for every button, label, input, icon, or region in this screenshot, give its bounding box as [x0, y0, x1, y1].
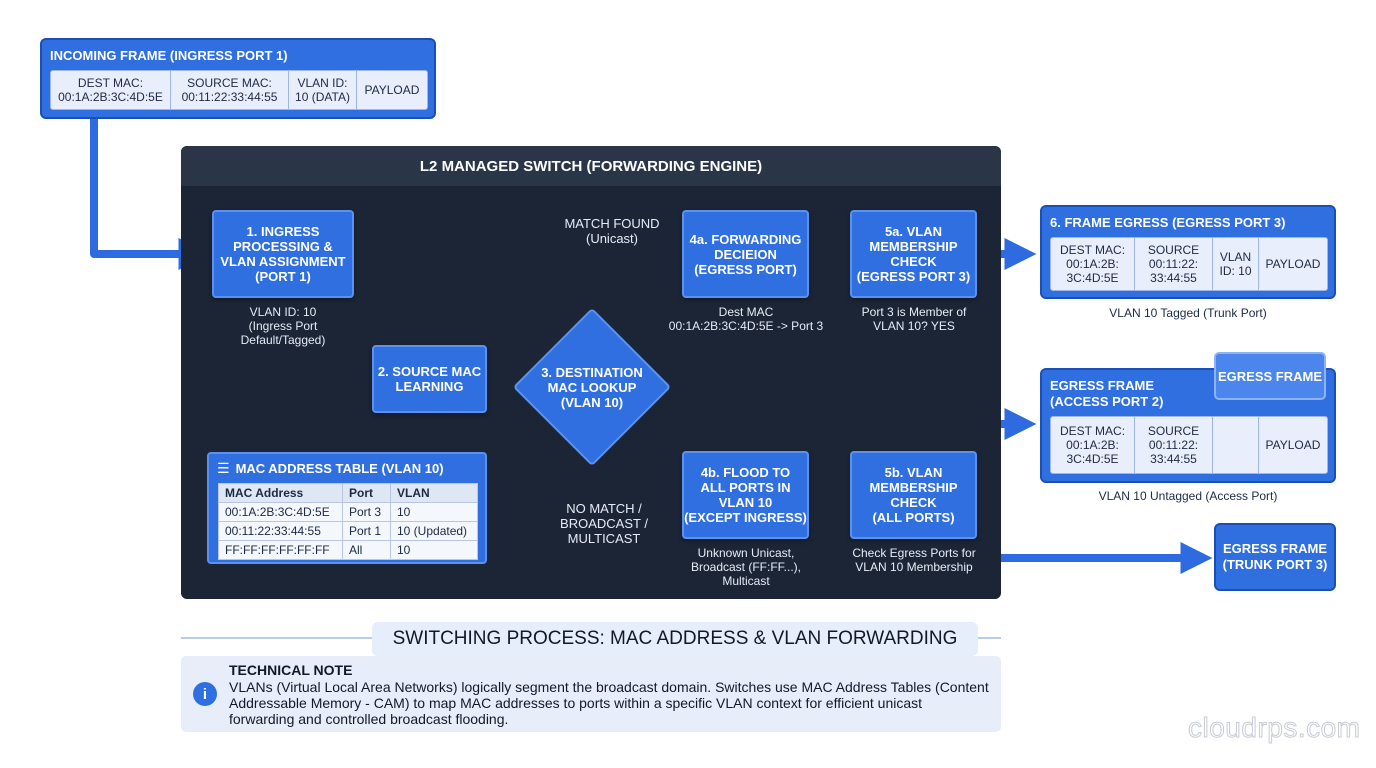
cell-port: All	[342, 540, 391, 560]
step5a-note: Port 3 is Member of VLAN 10? YES	[861, 305, 967, 333]
egress-access-caption: VLAN 10 Untagged (Access Port)	[1098, 489, 1278, 503]
egress-access-title: EGRESS FRAME (ACCESS PORT 2)	[1050, 378, 1164, 409]
field-payload: PAYLOAD	[1265, 257, 1321, 271]
egress-access-tab: EGRESS FRAME	[1214, 352, 1326, 400]
branch-match-label: MATCH FOUND (Unicast)	[564, 216, 660, 246]
step1-note: VLAN ID: 10 (Ingress Port Default/Tagged…	[240, 305, 326, 347]
cell-port: Port 1	[342, 521, 391, 541]
branch-nomatch-label: NO MATCH / BROADCAST / MULTICAST	[560, 501, 648, 546]
technical-note-panel: i TECHNICAL NOTE VLANs (Virtual Local Ar…	[181, 656, 1001, 732]
field-dest-mac: DEST MAC: 00:1A:2B:3C:4D:5E	[51, 71, 171, 109]
note-body: VLANs (Virtual Local Area Networks) logi…	[229, 679, 989, 727]
egress-trunk-caption: VLAN 10 Tagged (Trunk Port)	[1109, 306, 1267, 320]
egress-trunk-title: 6. FRAME EGRESS (EGRESS PORT 3)	[1050, 215, 1286, 230]
switch-panel-header: L2 MANAGED SWITCH (FORWARDING ENGINE)	[181, 146, 1001, 186]
note-heading: TECHNICAL NOTE	[229, 662, 353, 678]
incoming-frame-box: INCOMING FRAME (INGRESS PORT 1) DEST MAC…	[40, 38, 436, 119]
step2-source-mac-learning: 2. SOURCE MAC LEARNING	[372, 345, 487, 413]
cell-port: Port 3	[342, 502, 391, 522]
main-title-banner: SWITCHING PROCESS: MAC ADDRESS & VLAN FO…	[372, 622, 978, 656]
field-dest-mac: DEST MAC: 00:1A:2B: 3C:4D:5E	[1051, 238, 1135, 290]
egress-access-fields: DEST MAC: 00:1A:2B: 3C:4D:5E SOURCE 00:1…	[1050, 416, 1328, 474]
switch-panel-title: L2 MANAGED SWITCH (FORWARDING ENGINE)	[419, 157, 763, 175]
arrow-ingress-to-step1	[90, 118, 211, 270]
step4b-note: Unknown Unicast, Broadcast (FF:FF...), M…	[690, 546, 801, 588]
field-source-mac: SOURCE 00:11:22: 33:44:55	[1135, 238, 1213, 290]
main-title: SWITCHING PROCESS: MAC ADDRESS & VLAN FO…	[392, 628, 958, 649]
table-row: 00:1A:2B:3C:4D:5E Port 3 10	[218, 502, 478, 522]
step5a-vlan-membership-check: 5a. VLAN MEMBERSHIP CHECK (EGRESS PORT 3…	[850, 210, 977, 298]
cell-vlan: 10 (Updated)	[390, 521, 478, 541]
egress-trunk-fields: DEST MAC: 00:1A:2B: 3C:4D:5E SOURCE 00:1…	[1050, 237, 1328, 291]
mac-table-title: MAC ADDRESS TABLE (VLAN 10)	[235, 461, 444, 476]
mac-table-container: MAC Address Port VLAN 00:1A:2B:3C:4D:5E …	[218, 483, 478, 560]
field-payload: PAYLOAD	[1265, 438, 1321, 452]
cell-mac: 00:1A:2B:3C:4D:5E	[218, 502, 343, 522]
step5b-note: Check Egress Ports for VLAN 10 Membershi…	[852, 546, 976, 574]
col-vlan: VLAN	[390, 483, 478, 503]
step4b-flood-all-ports: 4b. FLOOD TO ALL PORTS IN VLAN 10 (EXCEP…	[682, 451, 809, 539]
step4a-note: Dest MAC 00:1A:2B:3C:4D:5E -> Port 3	[668, 305, 824, 333]
field-empty-vlan	[1213, 417, 1259, 473]
table-row: 00:11:22:33:44:55 Port 1 10 (Updated)	[218, 521, 478, 541]
field-source-mac: SOURCE 00:11:22: 33:44:55	[1135, 417, 1213, 473]
cell-vlan: 10	[390, 502, 478, 522]
incoming-frame-fields: DEST MAC: 00:1A:2B:3C:4D:5E SOURCE MAC: …	[50, 70, 428, 110]
egress-trunk3-box: EGRESS FRAME (TRUNK PORT 3)	[1214, 523, 1336, 591]
cell-mac: 00:11:22:33:44:55	[218, 521, 343, 541]
table-row: FF:FF:FF:FF:FF:FF All 10	[218, 540, 478, 560]
col-mac-address: MAC Address	[218, 483, 343, 503]
table-header-row: MAC Address Port VLAN	[218, 483, 478, 503]
col-port: Port	[342, 483, 391, 503]
step5b-vlan-membership-check: 5b. VLAN MEMBERSHIP CHECK (ALL PORTS)	[850, 451, 977, 539]
mac-table-header: ☰ MAC ADDRESS TABLE (VLAN 10)	[217, 460, 444, 477]
cell-vlan: 10	[390, 540, 478, 560]
step3-destination-mac-lookup: 3. DESTINATION MAC LOOKUP (VLAN 10)	[541, 364, 643, 410]
field-vlan-id: VLAN ID: 10 (DATA)	[289, 71, 357, 109]
field-source-mac: SOURCE MAC: 00:11:22:33:44:55	[171, 71, 289, 109]
step1-ingress-processing: 1. INGRESS PROCESSING & VLAN ASSIGNMENT …	[212, 210, 354, 298]
field-vlan-id: VLAN ID: 10	[1213, 238, 1259, 290]
incoming-frame-title: INCOMING FRAME (INGRESS PORT 1)	[50, 48, 288, 63]
mac-address-table-card: ☰ MAC ADDRESS TABLE (VLAN 10) MAC Addres…	[207, 452, 487, 564]
field-dest-mac: DEST MAC: 00:1A:2B: 3C:4D:5E	[1051, 417, 1135, 473]
field-payload: PAYLOAD	[364, 83, 420, 97]
list-icon: ☰	[217, 460, 230, 476]
mac-table: MAC Address Port VLAN 00:1A:2B:3C:4D:5E …	[218, 483, 478, 560]
egress-trunk-frame-box: 6. FRAME EGRESS (EGRESS PORT 3) DEST MAC…	[1040, 205, 1336, 299]
step4a-forwarding-decision: 4a. FORWARDING DECIEION (EGRESS PORT)	[682, 210, 809, 298]
watermark: cloudrps.com	[1188, 712, 1361, 744]
arrow-step5b-to-trunk3	[977, 518, 1213, 574]
info-icon: i	[193, 682, 217, 706]
cell-mac: FF:FF:FF:FF:FF:FF	[218, 540, 343, 560]
egress-access-frame-box: EGRESS FRAME (ACCESS PORT 2) DEST MAC: 0…	[1040, 368, 1336, 483]
